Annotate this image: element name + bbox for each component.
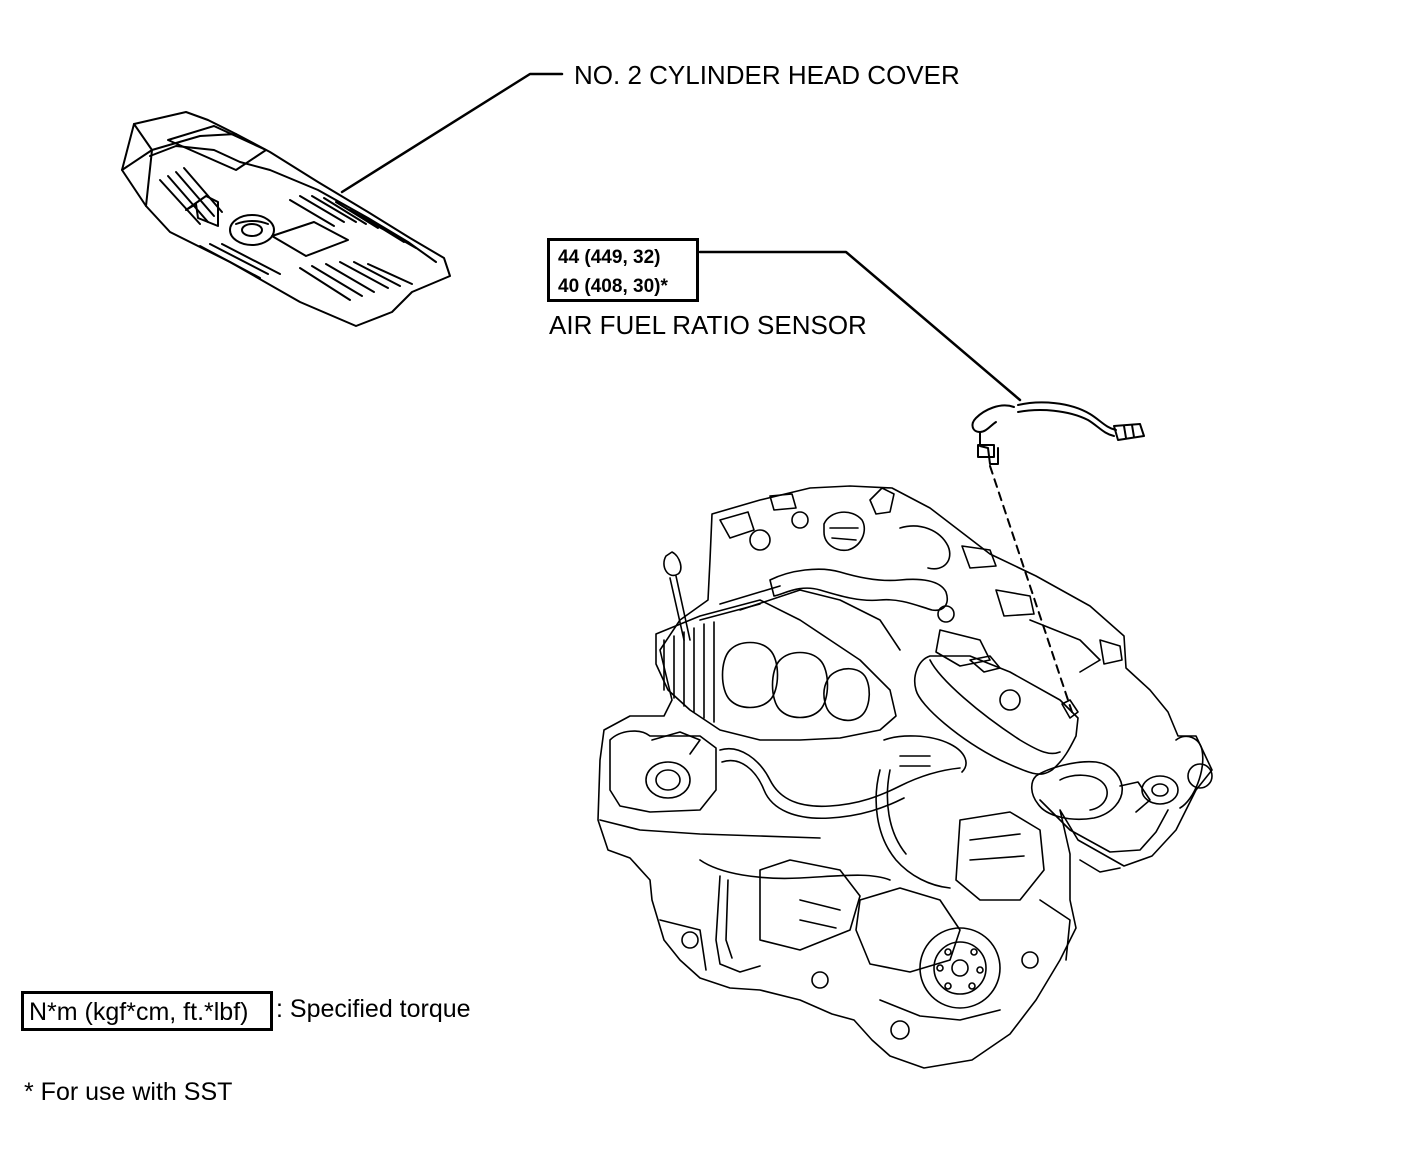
air-fuel-ratio-sensor-illustration [971,401,1145,713]
sst-note: * For use with SST [24,1078,233,1106]
cover-leader-line [340,72,564,194]
legend-unit: N*m (kgf*cm, ft.*lbf) [29,998,249,1026]
engine-illustration [597,485,1213,1069]
cover-label: NO. 2 CYLINDER HEAD COVER [574,60,960,90]
torque-spec-box: 44 (449, 32) 40 (408, 30)* [547,238,699,302]
cylinder-head-cover-illustration [121,111,451,327]
legend-unit-box: N*m (kgf*cm, ft.*lbf) [21,991,273,1031]
torque-value-sst: 40 (408, 30)* [558,276,668,297]
legend-description: : Specified torque [276,995,471,1023]
torque-value-standard: 44 (449, 32) [558,247,661,268]
sensor-leader-line [698,250,1022,402]
sensor-label: AIR FUEL RATIO SENSOR [549,310,867,340]
